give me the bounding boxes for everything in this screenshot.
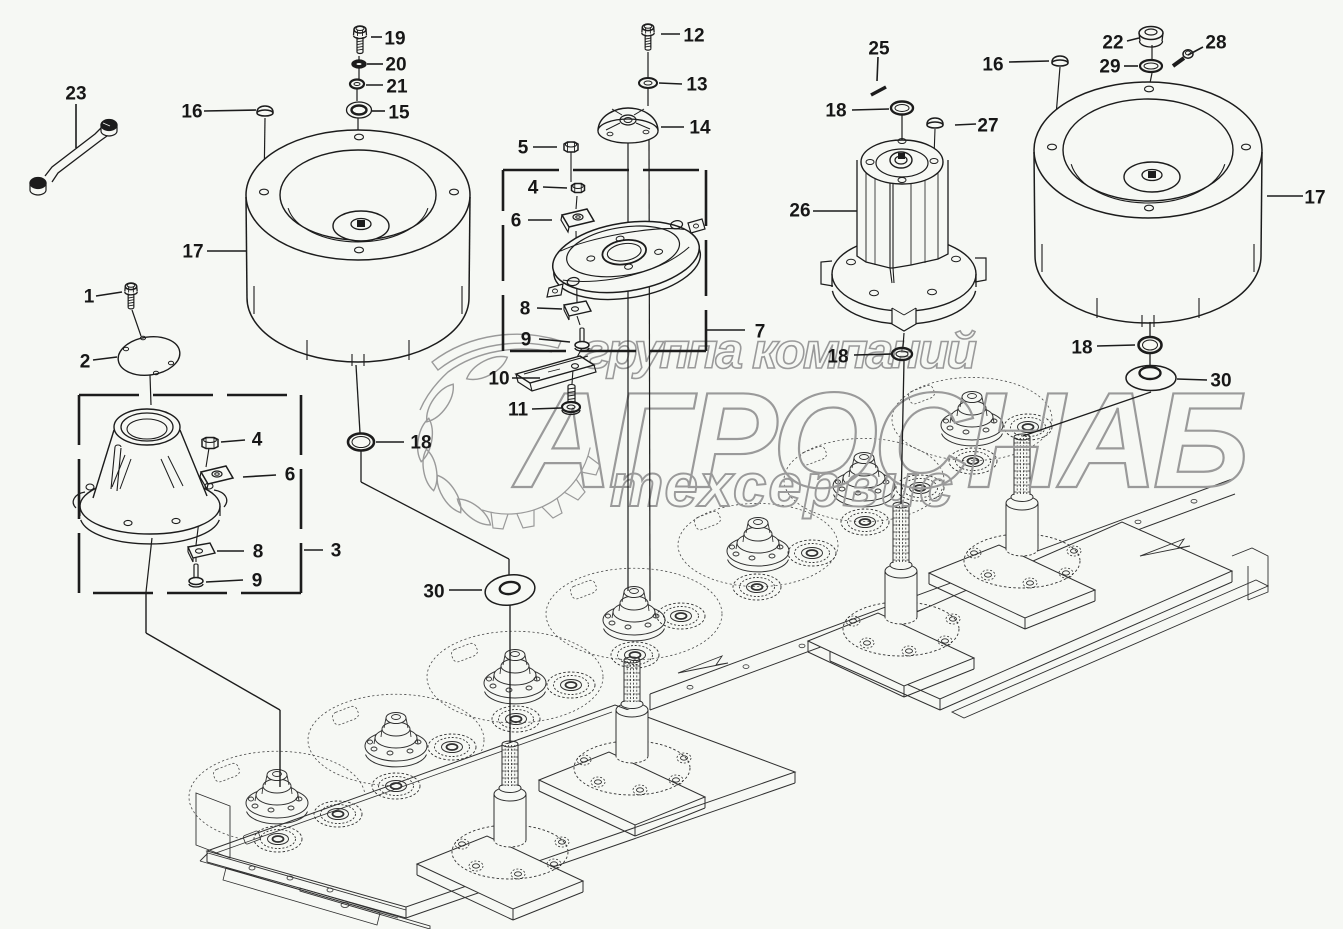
- svg-text:8: 8: [520, 299, 531, 320]
- svg-text:5: 5: [518, 138, 529, 159]
- svg-text:16: 16: [181, 102, 202, 123]
- svg-text:20: 20: [385, 55, 406, 76]
- svg-text:16: 16: [982, 55, 1003, 76]
- svg-text:12: 12: [683, 26, 704, 47]
- svg-text:27: 27: [977, 116, 998, 137]
- svg-text:3: 3: [331, 541, 342, 562]
- svg-text:9: 9: [252, 571, 263, 592]
- svg-text:4: 4: [528, 178, 539, 199]
- svg-text:23: 23: [65, 84, 86, 105]
- svg-text:8: 8: [253, 542, 264, 563]
- svg-text:17: 17: [1304, 188, 1325, 209]
- svg-text:17: 17: [182, 242, 203, 263]
- svg-text:18: 18: [1071, 338, 1092, 359]
- svg-text:11: 11: [508, 400, 529, 421]
- svg-text:15: 15: [388, 103, 410, 124]
- svg-text:19: 19: [384, 29, 405, 50]
- svg-text:28: 28: [1205, 33, 1226, 54]
- svg-text:30: 30: [423, 582, 444, 603]
- svg-text:25: 25: [868, 39, 890, 60]
- svg-text:30: 30: [1210, 371, 1231, 392]
- svg-text:группа компаний: группа компаний: [583, 323, 976, 379]
- svg-text:18: 18: [825, 101, 846, 122]
- svg-text:техсервис: техсервис: [610, 452, 955, 519]
- svg-text:4: 4: [252, 430, 263, 451]
- svg-text:21: 21: [386, 77, 408, 98]
- svg-text:АГРОСНАБ: АГРОСНАБ: [512, 364, 1244, 516]
- svg-text:14: 14: [689, 118, 711, 139]
- svg-text:13: 13: [686, 75, 707, 96]
- svg-text:6: 6: [285, 465, 296, 486]
- svg-text:18: 18: [827, 347, 848, 368]
- svg-text:6: 6: [511, 211, 522, 232]
- svg-text:7: 7: [755, 322, 766, 343]
- svg-text:29: 29: [1099, 57, 1120, 78]
- svg-text:1: 1: [84, 287, 95, 308]
- svg-text:9: 9: [521, 330, 532, 351]
- svg-text:26: 26: [789, 201, 810, 222]
- svg-text:2: 2: [80, 352, 91, 373]
- svg-text:10: 10: [488, 369, 509, 390]
- svg-text:22: 22: [1102, 33, 1123, 54]
- svg-text:18: 18: [410, 433, 431, 454]
